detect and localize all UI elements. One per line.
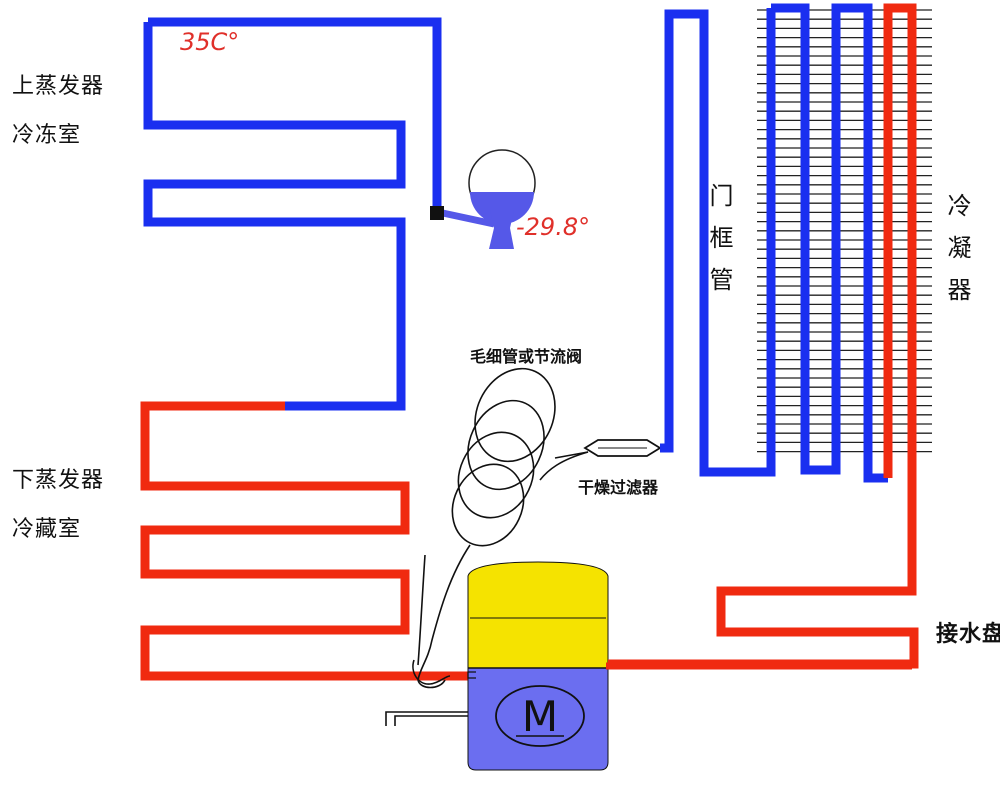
lower-evaporator-coil [140, 401, 475, 681]
receiver-temperature: -29.8° [516, 213, 591, 241]
compressor: M [385, 561, 609, 771]
dryer-filter [554, 439, 662, 459]
motor-symbol: M [522, 692, 558, 741]
upper-evaporator-coil-loops [143, 22, 406, 411]
drip-tray-label: 接水盘 [936, 622, 1000, 647]
motor-symbol-circle [495, 685, 585, 747]
freezer-label: 冷冻室 [12, 123, 82, 148]
door-frame-pipe [660, 8, 776, 477]
lower-evaporator-label: 下蒸发器 [12, 468, 105, 493]
dryer-filter-label: 干燥过滤器 [578, 478, 659, 497]
upper-evaporator-coil [148, 17, 442, 213]
upper-evaporator-label: 上蒸发器 [12, 74, 105, 99]
capillary-label: 毛细管或节流阀 [470, 347, 583, 366]
condenser-fins [757, 9, 932, 453]
condenser-label: 冷凝器 [947, 192, 973, 304]
receiver-flask [430, 149, 536, 249]
condenser-pipe-red [608, 3, 919, 669]
refrigerator-label: 冷藏室 [12, 517, 82, 542]
top-temperature: 35C° [180, 28, 240, 56]
capillary-tube [412, 367, 589, 689]
condenser-pipe-blue [771, 3, 888, 483]
door-frame-pipe-label: 门框管 [709, 182, 735, 294]
